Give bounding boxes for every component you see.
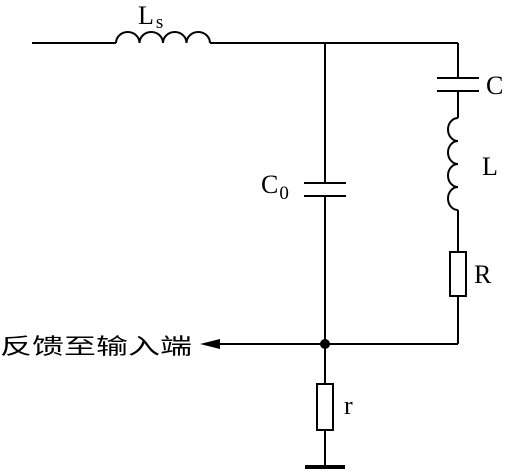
feedback-resistor-label: r [344,391,353,420]
feedback-resistor-body [316,383,334,431]
motional-inductor-coil [447,117,459,211]
motional-resistor-label: R [474,260,492,289]
shunt-capacitor-label: C0 [261,170,289,204]
series-inductor-coil [115,31,211,44]
motional-inductor-label: L [482,152,498,181]
motional-resistor-body [449,251,467,297]
feedback-arrow-icon [200,339,220,349]
feedback-label: 反馈至输入端 [0,335,192,360]
motional-capacitor-label: C [486,71,503,100]
